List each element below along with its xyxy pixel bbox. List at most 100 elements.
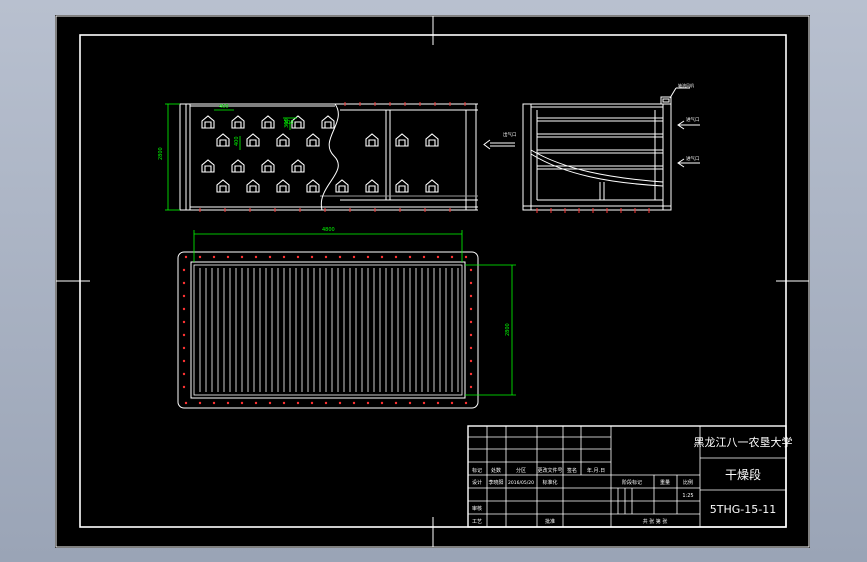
plan-bolt bbox=[184, 255, 188, 259]
outlet-arrow-icon bbox=[483, 139, 515, 150]
duct-shape bbox=[306, 179, 320, 193]
tb-standardize: 标准化 bbox=[542, 479, 557, 486]
tb-review: 审核 bbox=[472, 505, 482, 512]
duct-shape bbox=[201, 115, 215, 129]
plan-bolt bbox=[408, 255, 412, 259]
plan-bolt bbox=[198, 255, 202, 259]
plan-bolt bbox=[182, 320, 186, 324]
plan-bolt bbox=[282, 255, 286, 259]
side-inlet-label-2: 进气口 bbox=[686, 155, 700, 162]
plan-bolt bbox=[310, 401, 314, 405]
plan-bolt bbox=[469, 268, 473, 272]
plan-bolt bbox=[182, 372, 186, 376]
plan-bolt bbox=[296, 255, 300, 259]
plan-dim-width: 4800 bbox=[322, 227, 335, 233]
plan-bolt bbox=[296, 401, 300, 405]
plan-bolt bbox=[450, 401, 454, 405]
tb-stage-mark: 阶段标记 bbox=[622, 479, 642, 486]
title-block-text: 黑龙江八一农垦大学 干燥段 5THG-15-11 标记 处数 分区 更改文件号 … bbox=[472, 435, 793, 525]
plan-bolt bbox=[408, 401, 412, 405]
plan-bolt bbox=[268, 255, 272, 259]
plan-bolt bbox=[380, 401, 384, 405]
sheet-background bbox=[55, 15, 810, 548]
duct-shape bbox=[201, 159, 215, 173]
title-block bbox=[467, 425, 787, 528]
duct-shape bbox=[365, 179, 379, 193]
plan-bolt bbox=[182, 333, 186, 337]
tb-date: 年.月.日 bbox=[587, 467, 605, 474]
plan-bolt bbox=[450, 255, 454, 259]
plan-slat-group bbox=[199, 268, 459, 392]
tb-approve: 批准 bbox=[545, 518, 555, 525]
plan-bolt bbox=[464, 401, 468, 405]
tb-weight: 重量 bbox=[660, 479, 670, 486]
duct-shape bbox=[216, 179, 230, 193]
plan-bolt bbox=[182, 346, 186, 350]
tb-signature: 签名 bbox=[567, 467, 577, 474]
front-dim-mid-b: 300 bbox=[284, 118, 290, 128]
plan-bolt bbox=[394, 255, 398, 259]
front-dim-height: 2800 bbox=[158, 147, 164, 160]
front-dim-top-a: 400 bbox=[219, 104, 229, 110]
tb-mark: 标记 bbox=[472, 467, 482, 474]
plan-bolt bbox=[212, 401, 216, 405]
plan-bolt bbox=[226, 401, 230, 405]
duct-shape bbox=[425, 133, 439, 147]
plan-bolt bbox=[352, 401, 356, 405]
plan-bolt bbox=[182, 359, 186, 363]
plan-flange bbox=[177, 251, 479, 409]
front-duct-group bbox=[201, 115, 439, 193]
plan-bolt bbox=[436, 401, 440, 405]
tb-zone: 分区 bbox=[516, 467, 526, 474]
front-dim-top-b: 300 bbox=[284, 120, 294, 126]
tb-doc-no: 更改文件号 bbox=[537, 467, 562, 474]
plan-bolt bbox=[469, 359, 473, 363]
side-inlet-label-1: 进气口 bbox=[686, 116, 700, 123]
plan-bolt bbox=[338, 255, 342, 259]
plan-bolt bbox=[182, 307, 186, 311]
plan-bolt bbox=[212, 255, 216, 259]
duct-shape bbox=[425, 179, 439, 193]
plan-view: 4800 2800 bbox=[177, 227, 516, 409]
duct-shape bbox=[261, 159, 275, 173]
title-drawing-name: 干燥段 bbox=[725, 467, 761, 482]
tb-sheets: 共 张 第 张 bbox=[643, 518, 668, 525]
duct-shape bbox=[246, 133, 260, 147]
center-marks bbox=[56, 16, 809, 547]
plan-bolt bbox=[469, 294, 473, 298]
title-drawing-number: 5THG-15-11 bbox=[710, 503, 776, 516]
tb-scale-value: 1:25 bbox=[682, 493, 693, 499]
duct-shape bbox=[231, 115, 245, 129]
plan-bolt bbox=[254, 401, 258, 405]
plan-bolt bbox=[422, 255, 426, 259]
plan-bolt bbox=[469, 385, 473, 389]
plan-bolt-group bbox=[182, 255, 473, 405]
duct-shape bbox=[261, 115, 275, 129]
front-view: 2800 400 300 400 300 bbox=[158, 102, 478, 212]
plan-bolt bbox=[422, 401, 426, 405]
plan-bolt bbox=[226, 255, 230, 259]
plan-bolt bbox=[469, 281, 473, 285]
plan-bolt bbox=[282, 401, 286, 405]
plan-bolt bbox=[254, 255, 258, 259]
plan-bolt bbox=[366, 255, 370, 259]
plan-bolt bbox=[380, 255, 384, 259]
tb-designer-name: 李晓阳 bbox=[488, 479, 503, 486]
plan-bolt bbox=[338, 401, 342, 405]
plan-bolt bbox=[469, 320, 473, 324]
duct-shape bbox=[216, 133, 230, 147]
plan-bolt bbox=[469, 346, 473, 350]
duct-shape bbox=[276, 179, 290, 193]
duct-shape bbox=[291, 159, 305, 173]
duct-shape bbox=[306, 133, 320, 147]
plan-bolt bbox=[198, 401, 202, 405]
plan-bolt bbox=[184, 401, 188, 405]
tb-designer: 设计 bbox=[472, 479, 482, 486]
plan-bolt bbox=[324, 401, 328, 405]
title-institution: 黑龙江八一农垦大学 bbox=[694, 435, 793, 449]
plan-dim-height: 2800 bbox=[505, 323, 511, 336]
plan-bolt bbox=[240, 255, 244, 259]
plan-bolt bbox=[469, 372, 473, 376]
plan-bolt bbox=[182, 268, 186, 272]
